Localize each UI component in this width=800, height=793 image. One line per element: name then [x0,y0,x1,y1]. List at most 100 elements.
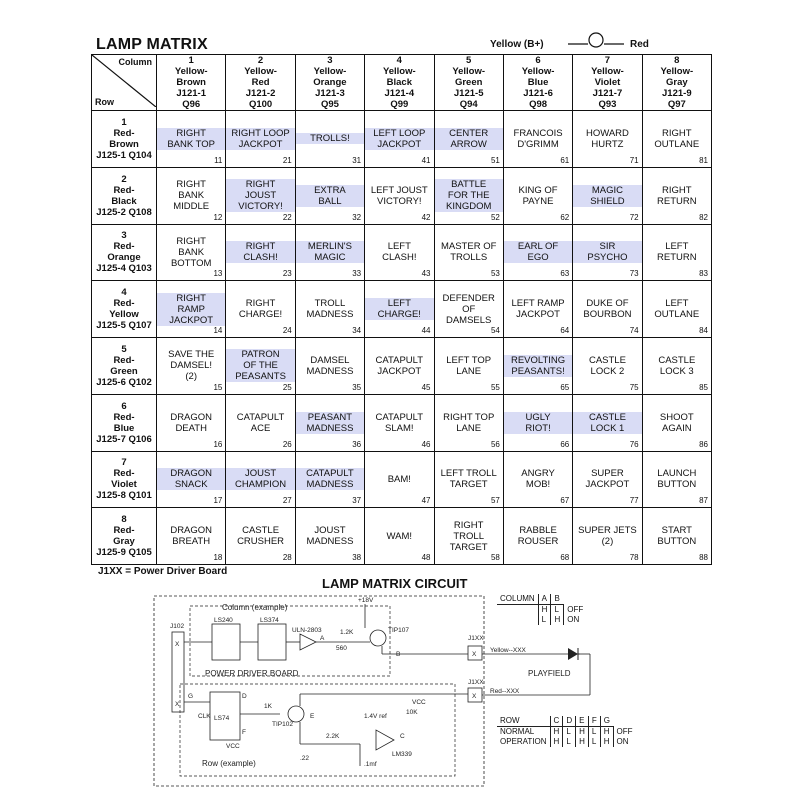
column-header-j: J121-4 [384,88,415,99]
lamp-number: 14 [213,326,223,335]
lamp-label-line: LEFT [665,298,689,310]
power-driver-board-label: POWER DRIVER BOARD [205,669,299,678]
lamp-number: 63 [560,269,570,279]
lamp-label-line: BUTTON [657,479,697,491]
lamp-label-line: CRUSHER [237,536,285,548]
lamp-number: 72 [629,212,639,222]
lamp-number: 34 [352,326,362,335]
j1xx-label-top: J1XX [468,635,484,642]
row-header-c2: Yellow [109,309,139,321]
lm339-label: LM339 [392,751,412,758]
row-header-c2: Violet [111,479,137,491]
lamp-label-line: EARL OF [517,241,559,253]
lamp-label-line: DEATH [175,422,207,434]
lamp-number: 43 [421,269,431,279]
lamp-label: SUPER JETS(2) [573,525,641,547]
row-header-c1: Red- [113,298,135,310]
column-header-j: J121-6 [523,88,553,99]
lamp-label-line: EXTRA [314,184,346,196]
lamp-label-line: JOUST [244,468,277,480]
row-header-c2: Orange [107,252,141,264]
lamp-label-line: CATAPULT [236,411,285,423]
lamp-symbol-icon [568,32,624,48]
lamp-label-line: D'GRIMM [517,138,559,150]
column-header-q: Q93 [598,99,617,110]
lamp-label-line: JOUST [244,190,277,202]
corner-row-label: Row [95,97,114,107]
lamp-label: WAM! [365,531,433,542]
lamp-label-line: LANE [456,422,482,434]
lamp-number: 33 [352,269,362,279]
lamp-label-line: (2) [601,536,614,548]
row-state: ON [612,737,636,747]
lamp-label-line: BATTLE [451,179,487,191]
lamp-label-line: DRAGON [170,468,213,480]
row-header-c2: Brown [109,138,139,150]
lamp-label-line: JACKPOT [169,314,214,326]
red-xxx-label: Red--XXX [490,688,520,695]
row-header-c2: Blue [113,422,135,434]
row-table-label: ROW [497,716,551,727]
column-head-a: A [537,594,551,605]
lamp-label-line: CASTLE [588,411,626,423]
lamp-label-line: RIGHT TOP [443,411,495,423]
lamp-label-line: PEASANTS! [511,365,565,377]
lamp-label-line: DEFENDER [442,292,495,304]
row-cell: H [599,737,614,747]
column-header-q: Q96 [182,99,201,110]
lamp-number: 58 [490,553,500,562]
legend-red: Red [630,39,649,50]
r10k-label: 10K [406,709,418,716]
column-header-n: 4 [396,55,402,66]
row-header-jq: J125-9 Q105 [96,547,152,559]
row-header-n: 1 [121,116,127,128]
row-header-jq: J125-1 Q104 [96,149,152,161]
lamp-cell-31: TROLLS!31 [294,110,366,168]
lamp-number: 64 [560,326,570,335]
lamp-label-line: EGO [527,252,549,264]
column-header-c2: Gray [665,77,688,88]
column-header-c1: Yellow- [382,66,416,77]
lamp-label-line: MADNESS [306,309,354,321]
lamp-number: 65 [560,382,570,392]
lamp-label-line: FOR THE [447,190,490,202]
row-header-c1: Red- [113,411,135,423]
lamp-number: 61 [560,155,570,165]
lamp-label-line: MADNESS [306,422,354,434]
lamp-label-line: PEASANT [307,411,353,423]
lamp-number: 66 [560,439,570,449]
lamp-label: BAM! [365,474,433,485]
lamp-label-line: KINGDOM [445,201,492,213]
